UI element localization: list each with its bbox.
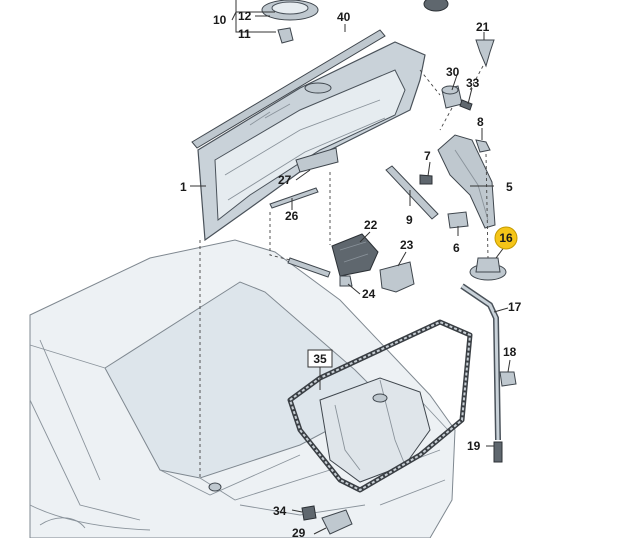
assembly-lines	[199, 65, 489, 480]
callout-27: 27	[278, 173, 292, 187]
bolt-34	[301, 505, 317, 521]
callout-33: 29	[292, 526, 306, 538]
callout-21: 21	[476, 20, 490, 34]
callout-34: 34	[273, 504, 287, 518]
callout-18: 18	[503, 345, 517, 359]
lock-mechanism-22	[331, 233, 379, 277]
clip-18	[499, 371, 517, 387]
trim-strip	[191, 29, 386, 149]
callout-26: 26	[285, 209, 299, 223]
callout-10: 10	[213, 13, 227, 27]
callout-40: 40	[337, 10, 351, 24]
callout-8: 8	[477, 115, 484, 129]
callout-12: 12	[238, 9, 252, 23]
bolt-30	[459, 99, 473, 111]
bracket-33	[321, 509, 353, 535]
callout-7: 7	[424, 149, 431, 163]
callout-23: 23	[400, 238, 414, 252]
callout-9: 9	[406, 213, 413, 227]
trunk-lid	[197, 41, 426, 242]
callout-6: 6	[453, 241, 460, 255]
drain-hose-17	[460, 283, 501, 441]
callout-16: 16	[499, 231, 513, 245]
striker-23	[379, 261, 415, 293]
callout-30: 33	[466, 76, 480, 90]
callout-29: 30	[446, 65, 460, 79]
callout-24: 24	[362, 287, 376, 301]
cable-26	[269, 187, 319, 209]
bolt-7	[419, 174, 433, 185]
gas-strut-9	[385, 165, 439, 220]
hose-end-19	[493, 441, 503, 463]
car-body	[29, 239, 456, 538]
nut-24	[339, 275, 353, 287]
callout-22: 22	[364, 218, 378, 232]
bracket-6	[447, 211, 469, 229]
callout-19: 19	[467, 439, 481, 453]
emblem-assembly	[261, 0, 449, 44]
callout-17: 17	[508, 300, 522, 314]
callout-35: 35	[313, 352, 327, 366]
rod-lock	[287, 257, 331, 278]
bumper-stop-21	[475, 39, 495, 68]
callout-16-highlight: 16	[494, 226, 518, 250]
callout-11: 11	[238, 27, 251, 41]
callout-1: 1	[180, 180, 187, 194]
leader-lines	[190, 0, 511, 535]
trunk-seal	[287, 319, 473, 493]
callout-35-box: 35	[307, 349, 333, 368]
handle-27	[295, 147, 339, 173]
screw-8	[475, 139, 491, 153]
callout-5: 5	[506, 180, 513, 194]
hinge-5	[437, 134, 496, 229]
stop-buffer-16	[469, 257, 507, 281]
callout-labels: 10 12 11 40 21 30 33 8 7 5 1 27 26 9 22 …	[180, 9, 522, 538]
